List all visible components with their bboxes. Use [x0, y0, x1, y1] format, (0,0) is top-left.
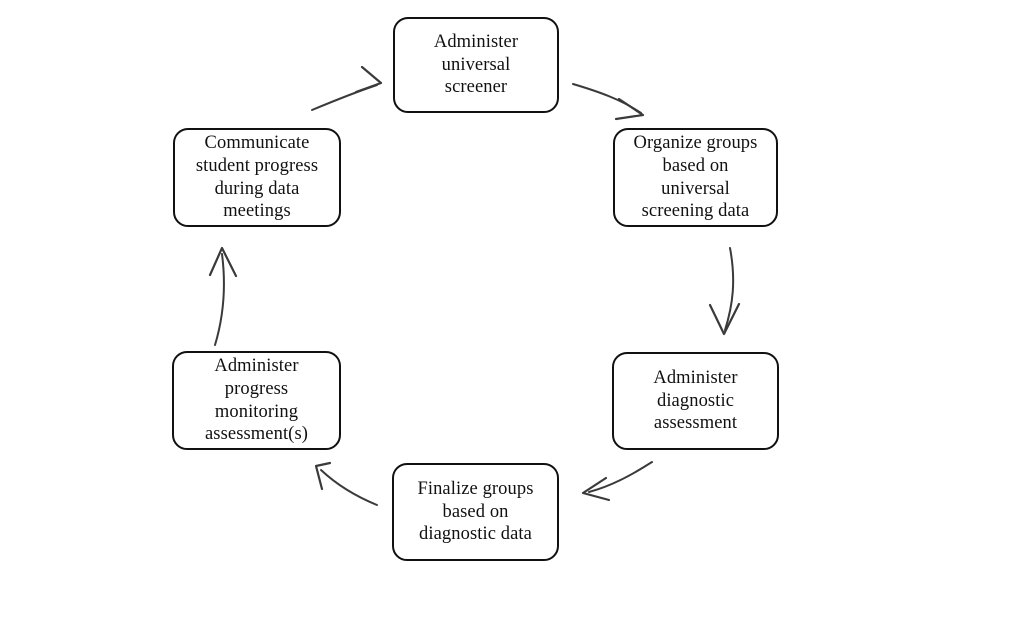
node-finalize-groups-label: Finalize groups based on diagnostic data	[417, 479, 534, 545]
node-universal-screener[interactable]: Administer universal screener	[393, 17, 559, 113]
node-communicate-progress-label: Communicate student progress during data…	[195, 133, 319, 222]
node-progress-monitoring[interactable]: Administer progress monitoring assessmen…	[172, 351, 341, 450]
node-diagnostic-assessment-label: Administer diagnostic assessment	[653, 368, 738, 434]
arrow-progress-to-communicate	[208, 246, 238, 346]
arrow-screener-to-organize	[572, 83, 645, 121]
node-organize-groups-label: Organize groups based on universal scree…	[633, 133, 758, 222]
node-diagnostic-assessment[interactable]: Administer diagnostic assessment	[612, 352, 779, 450]
node-progress-monitoring-label: Administer progress monitoring assessmen…	[204, 356, 309, 445]
node-universal-screener-label: Administer universal screener	[433, 32, 519, 98]
arrow-diagnostic-to-finalize	[581, 461, 653, 502]
node-finalize-groups[interactable]: Finalize groups based on diagnostic data	[392, 463, 559, 561]
node-communicate-progress[interactable]: Communicate student progress during data…	[173, 128, 341, 227]
node-organize-groups[interactable]: Organize groups based on universal scree…	[613, 128, 778, 227]
arrow-finalize-to-progress	[314, 461, 378, 506]
arrow-communicate-to-screener	[311, 65, 383, 111]
arrow-organize-to-diagnostic	[708, 247, 741, 336]
